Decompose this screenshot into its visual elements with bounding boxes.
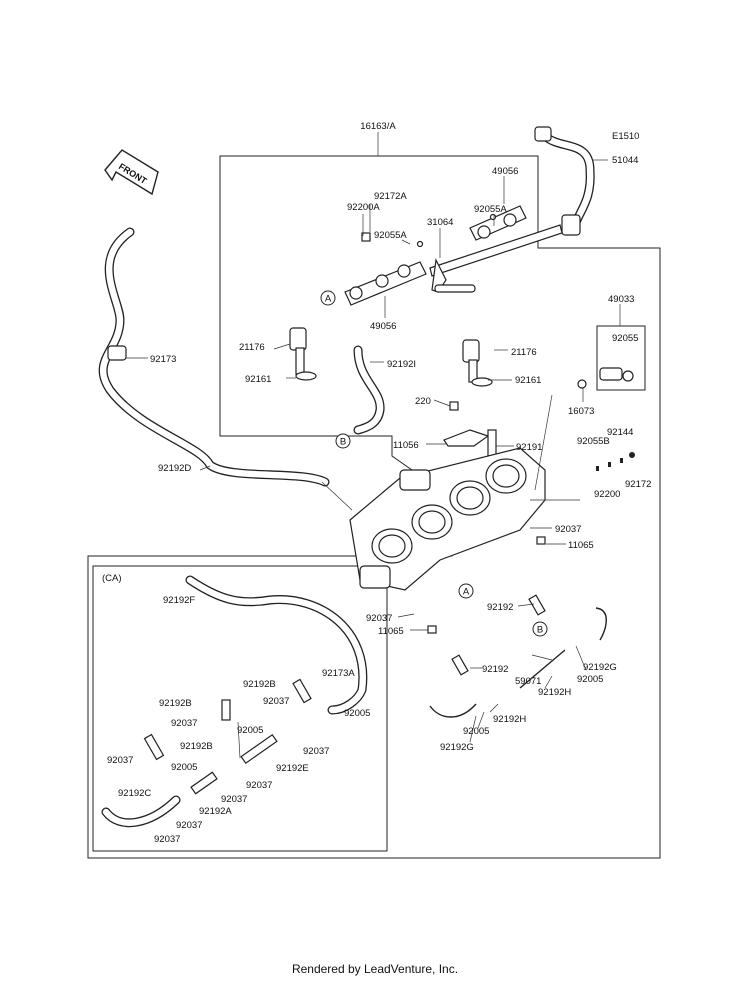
ref-a-callout-2: A bbox=[458, 583, 474, 599]
label-E1510: E1510 bbox=[612, 131, 639, 142]
delivery-pipe bbox=[344, 205, 563, 306]
part-11065-c bbox=[427, 625, 437, 634]
label-ca-92192C: 92192C bbox=[118, 788, 151, 799]
label-ca-92192E: 92192E bbox=[276, 763, 309, 774]
svg-text:B: B bbox=[340, 437, 346, 448]
ca-inset-box bbox=[92, 565, 388, 852]
ref-a-callout: A bbox=[320, 290, 336, 306]
footer-credit: Rendered by LeadVenture, Inc. bbox=[291, 962, 459, 976]
label-92192G-r: 92192G bbox=[583, 662, 617, 673]
label-11065-r: 11065 bbox=[568, 540, 594, 551]
label-220: 220 bbox=[415, 396, 431, 407]
hose-92192H bbox=[519, 649, 566, 689]
label-ca-92005-3: 92005 bbox=[171, 762, 197, 773]
label-ca-92037-1: 92037 bbox=[263, 696, 289, 707]
label-21176-r: 21176 bbox=[511, 347, 537, 358]
label-ca-92037-5: 92037 bbox=[246, 780, 272, 791]
label-92055: 92055 bbox=[612, 333, 638, 344]
part-92192-b bbox=[451, 654, 469, 676]
ref-b-callout: B bbox=[335, 433, 351, 449]
part-92191-pin bbox=[487, 429, 497, 457]
svg-text:B: B bbox=[537, 625, 543, 636]
injector-left bbox=[289, 327, 317, 381]
label-49056-top: 49056 bbox=[492, 166, 518, 177]
leader-lines bbox=[126, 132, 621, 743]
ca-label: (CA) bbox=[102, 573, 122, 584]
label-92192-b: 92192 bbox=[482, 664, 508, 675]
label-92200: 92200 bbox=[594, 489, 620, 500]
label-ca-92037-6: 92037 bbox=[221, 794, 247, 805]
label-49033: 49033 bbox=[608, 294, 634, 305]
part-49033-box bbox=[596, 325, 646, 391]
label-92055B: 92055B bbox=[577, 436, 610, 447]
hose-92192G-bottom bbox=[429, 703, 477, 718]
label-92161-r: 92161 bbox=[515, 375, 541, 386]
label-ca-92192A: 92192A bbox=[199, 806, 232, 817]
label-ca-92192B-3: 92192B bbox=[180, 741, 213, 752]
label-49056-bot: 49056 bbox=[370, 321, 396, 332]
label-16073: 16073 bbox=[568, 406, 594, 417]
ca-hoses-small bbox=[143, 678, 312, 795]
label-92192-c: 92192 bbox=[487, 602, 513, 613]
label-92200A: 92200A bbox=[347, 202, 380, 213]
ca-hose-92192C bbox=[101, 795, 181, 828]
label-92192G-b: 92192G bbox=[440, 742, 474, 753]
label-92055A-l: 92055A bbox=[374, 230, 407, 241]
label-11065-c: 11065 bbox=[378, 626, 404, 637]
hose-92192G-right bbox=[595, 607, 607, 641]
label-11056: 11056 bbox=[393, 440, 419, 451]
pressure-regulator bbox=[577, 367, 634, 389]
label-92005-b: 92005 bbox=[463, 726, 489, 737]
label-92037-c: 92037 bbox=[366, 613, 392, 624]
label-59071: 59071 bbox=[515, 676, 541, 687]
part-92192-c bbox=[528, 594, 546, 616]
label-ca-92037-7: 92037 bbox=[176, 820, 202, 831]
part-11065-r bbox=[536, 536, 546, 545]
ca-hose-92192F bbox=[185, 575, 368, 715]
label-92055A-r: 92055A bbox=[474, 204, 507, 215]
label-21176-l: 21176 bbox=[239, 342, 265, 353]
label-31064: 31064 bbox=[427, 217, 453, 228]
ref-b-callout-2: B bbox=[532, 621, 548, 637]
label-ca-92005-2: 92005 bbox=[237, 725, 263, 736]
svg-text:A: A bbox=[325, 294, 332, 305]
fuel-hose bbox=[534, 126, 595, 236]
label-92037-r: 92037 bbox=[555, 524, 581, 535]
label-92172: 92172 bbox=[625, 479, 651, 490]
label-92192I: 92192I bbox=[387, 359, 416, 370]
main-frame bbox=[87, 155, 661, 859]
label-51044: 51044 bbox=[612, 155, 638, 166]
label-ca-92037-2: 92037 bbox=[171, 718, 197, 729]
label-16163-A: 16163/A bbox=[360, 121, 396, 132]
label-ca-92192F: 92192F bbox=[163, 595, 195, 606]
injector-right bbox=[462, 339, 493, 387]
label-ca-92037-4: 92037 bbox=[107, 755, 133, 766]
label-ca-92037-8: 92037 bbox=[154, 834, 180, 845]
part-92173 bbox=[107, 345, 127, 361]
throttle-body bbox=[349, 447, 546, 591]
bracket-11056 bbox=[443, 429, 490, 447]
label-92172A: 92172A bbox=[374, 191, 407, 202]
label-92144: 92144 bbox=[607, 427, 633, 438]
part-220-screw bbox=[449, 401, 459, 411]
label-ca-92173A: 92173A bbox=[322, 668, 355, 679]
hose-92192D bbox=[98, 227, 330, 487]
label-ca-92005-1: 92005 bbox=[344, 708, 370, 719]
svg-text:A: A bbox=[463, 587, 470, 598]
front-arrow-icon: FRONT bbox=[104, 149, 159, 196]
label-92005-r: 92005 bbox=[577, 674, 603, 685]
label-92192H-r: 92192H bbox=[538, 687, 571, 698]
label-ca-92037-3: 92037 bbox=[303, 746, 329, 757]
hose-92192I bbox=[353, 345, 385, 435]
label-92191: 92191 bbox=[516, 442, 542, 453]
label-92161-l: 92161 bbox=[245, 374, 271, 385]
label-92192D: 92192D bbox=[158, 463, 191, 474]
label-92192H-b: 92192H bbox=[493, 714, 526, 725]
label-ca-92192B-2: 92192B bbox=[159, 698, 192, 709]
label-ca-92192B-1: 92192B bbox=[243, 679, 276, 690]
fasteners-right bbox=[596, 452, 635, 471]
label-92173: 92173 bbox=[150, 354, 176, 365]
